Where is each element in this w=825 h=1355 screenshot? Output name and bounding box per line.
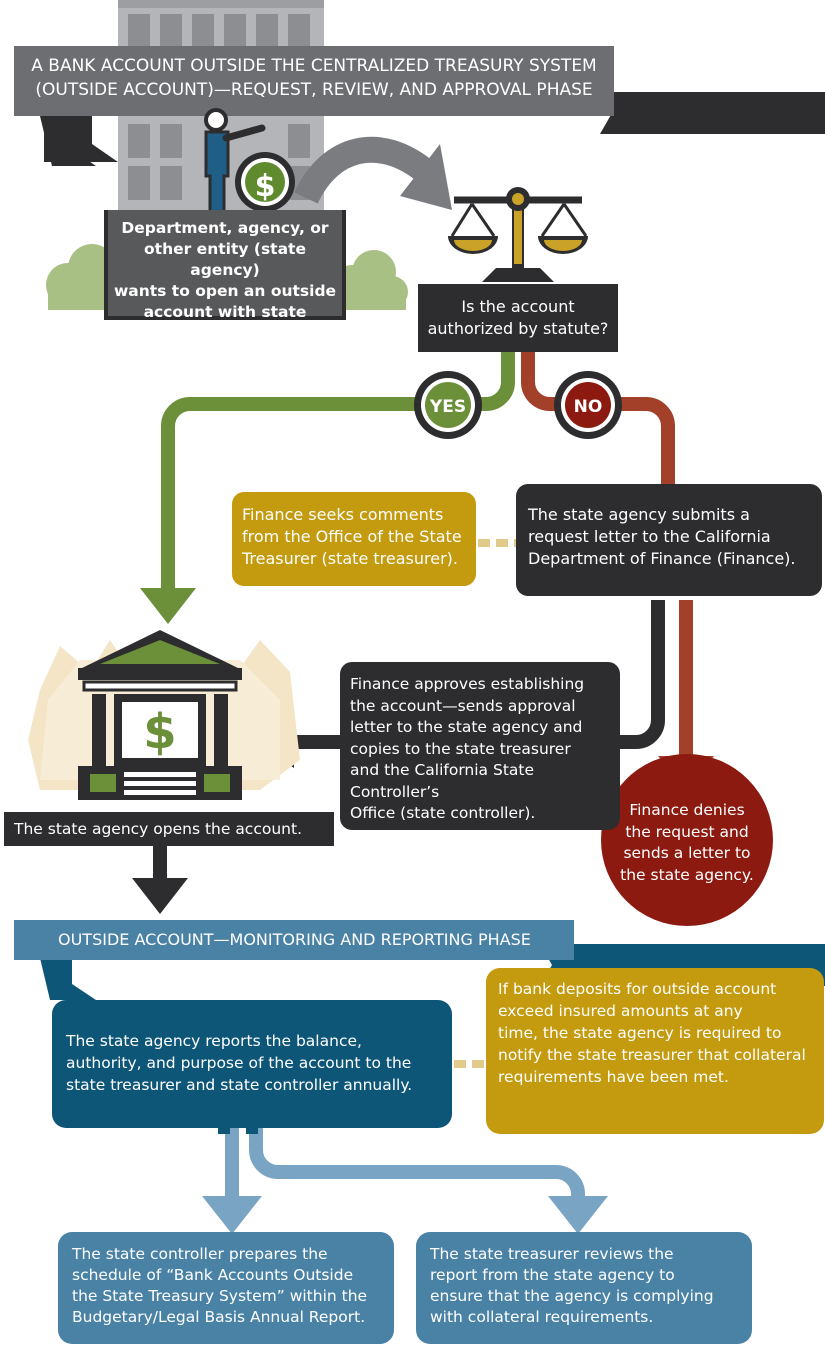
- report-node-text: The state agency reports the balance, au…: [52, 1000, 452, 1128]
- approve-node-text: Finance approves establishing the accoun…: [340, 662, 620, 830]
- phase1-title: A BANK ACCOUNT OUTSIDE THE CENTRALIZED T…: [31, 56, 597, 100]
- start-node-text: Department, agency, or other entity (sta…: [104, 210, 346, 342]
- deny-node-text: Finance denies the request and sends a l…: [620, 801, 754, 884]
- question-node-text: Is the account authorized by statute?: [418, 284, 618, 352]
- phase2-title: OUTSIDE ACCOUNT—MONITORING AND REPORTING…: [58, 930, 531, 949]
- coin-dollar-sign: $: [255, 169, 276, 204]
- deny-circle-background: [601, 754, 773, 926]
- arrow-building-to-scale: [294, 136, 435, 204]
- bank-building-icon: $: [28, 630, 300, 800]
- opens-account-text: The state agency opens the account.: [4, 812, 334, 846]
- no-label: NO: [574, 397, 603, 417]
- dollar-coin-icon: $: [235, 152, 295, 212]
- report-split-connectors: [202, 1126, 608, 1234]
- submit-letter-text: The state agency submits a request lette…: [516, 484, 822, 596]
- treasurer-node-text: The state treasurer reviews the report f…: [416, 1232, 752, 1344]
- person-pointing-icon: [204, 108, 266, 218]
- controller-node-text: The state controller prepares the schedu…: [58, 1232, 394, 1344]
- finance-comments-text: Finance seeks comments from the Office o…: [232, 492, 476, 586]
- arrow-head-to-scale: [400, 144, 452, 210]
- office-building-illustration: [118, 0, 324, 245]
- bank-dollar-sign: $: [143, 704, 176, 760]
- yes-path-arrowhead: [140, 588, 196, 624]
- balance-scale-icon: [448, 187, 588, 282]
- open-to-phase2-arrowhead: [132, 878, 188, 914]
- yes-path-line: [161, 352, 515, 590]
- yes-badge: YES: [414, 371, 482, 439]
- collateral-note-text: If bank deposits for outside account exc…: [486, 968, 824, 1134]
- no-badge: NO: [554, 371, 622, 439]
- approve-path-line: [612, 600, 665, 749]
- phase1-banner: [14, 46, 825, 166]
- yes-label: YES: [429, 397, 466, 417]
